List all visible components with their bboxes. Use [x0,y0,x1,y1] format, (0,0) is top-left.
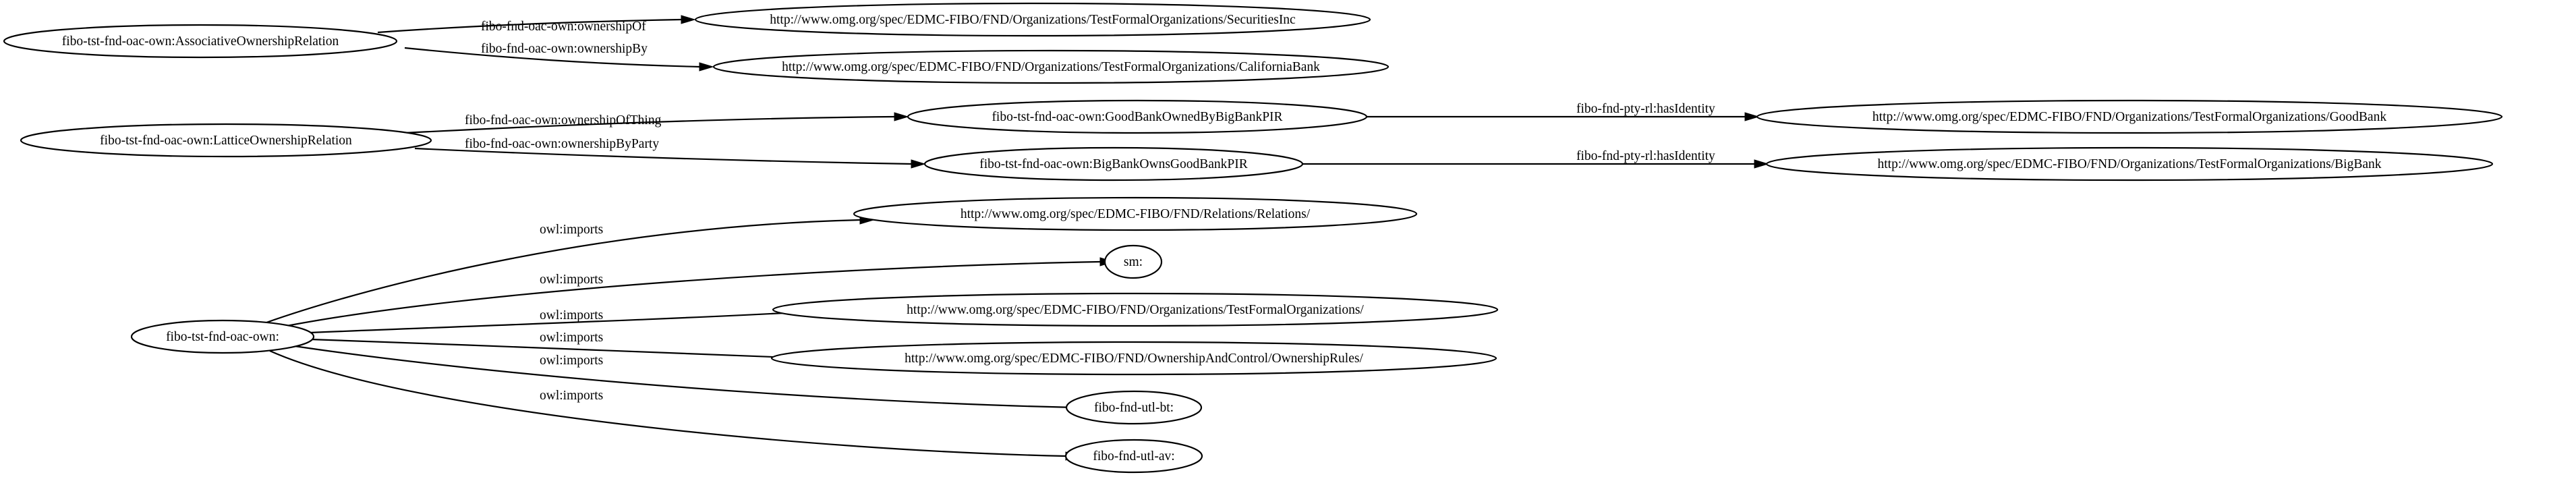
node-label: fibo-tst-fnd-oac-own:BigBankOwnsGoodBank… [979,157,1248,171]
node-label: http://www.omg.org/spec/EDMC-FIBO/FND/Or… [1878,157,2382,171]
edge-assoc-securities: fibo-fnd-oac-own:ownershipOf [377,15,696,34]
node-label: fibo-tst-fnd-oac-own:LatticeOwnershipRel… [100,134,352,148]
node-fibo-fnd-utl-av[interactable]: fibo-fnd-utl-av: [1064,439,1203,474]
edge-lattice-goodowned: fibo-fnd-oac-own:ownershipOfThing [404,112,909,134]
node-label: fibo-tst-fnd-oac-own:GoodBankOwnedByBigB… [992,110,1282,124]
node-label: http://www.omg.org/spec/EDMC-FIBO/FND/Re… [961,207,1311,221]
node-test-formal-organizations[interactable]: http://www.omg.org/spec/EDMC-FIBO/FND/Or… [772,292,1499,327]
node-securities-inc[interactable]: http://www.omg.org/spec/EDMC-FIBO/FND/Or… [694,2,1371,37]
node-lattice-ownership-relation[interactable]: fibo-tst-fnd-oac-own:LatticeOwnershipRel… [20,123,432,158]
edge-label: fibo-fnd-oac-own:ownershipBy [481,42,648,56]
edge-label: owl:imports [540,308,603,322]
edge-ontology-testformal: owl:imports [310,307,824,334]
arrowhead [1744,112,1760,121]
node-sm[interactable]: sm: [1104,244,1163,279]
arrowhead [894,112,909,121]
arrowhead [1754,159,1769,169]
node-label: fibo-tst-fnd-oac-own:AssociativeOwnershi… [62,34,339,49]
node-california-bank[interactable]: http://www.omg.org/spec/EDMC-FIBO/FND/Or… [712,49,1390,84]
edge-lattice-bigowns: fibo-fnd-oac-own:ownershipByParty [414,137,926,169]
node-ontology-root[interactable]: fibo-tst-fnd-oac-own: [130,319,315,354]
node-goodbank-owned-by-bigbank-pir[interactable]: fibo-tst-fnd-oac-own:GoodBankOwnedByBigB… [907,99,1368,134]
node-associative-ownership-relation[interactable]: fibo-tst-fnd-oac-own:AssociativeOwnershi… [3,24,398,59]
edge-label: owl:imports [540,389,603,403]
node-label: http://www.omg.org/spec/EDMC-FIBO/FND/Or… [782,60,1320,74]
edge-label: owl:imports [540,273,603,287]
edge-label: owl:imports [540,331,603,345]
node-label: http://www.omg.org/spec/EDMC-FIBO/FND/Or… [907,303,1364,317]
node-label: sm: [1124,255,1143,269]
edge-label: fibo-fnd-pty-rl:hasIdentity [1576,149,1715,163]
node-relations[interactable]: http://www.omg.org/spec/EDMC-FIBO/FND/Re… [853,196,1418,231]
edge-label: owl:imports [540,354,603,368]
edge-label: fibo-fnd-oac-own:ownershipOf [481,20,646,34]
node-label: fibo-tst-fnd-oac-own: [166,330,279,344]
arrowhead [699,62,714,72]
node-good-bank[interactable]: http://www.omg.org/spec/EDMC-FIBO/FND/Or… [1756,99,2503,134]
node-label: http://www.omg.org/spec/EDMC-FIBO/FND/Ow… [905,352,1363,366]
node-bigbank-owns-goodbank-pir[interactable]: fibo-tst-fnd-oac-own:BigBankOwnsGoodBank… [923,146,1304,181]
edge-label: owl:imports [540,223,603,237]
arrowhead [911,159,926,169]
edge-assoc-california: fibo-fnd-oac-own:ownershipBy [404,42,714,72]
node-fibo-fnd-utl-bt[interactable]: fibo-fnd-utl-bt: [1065,390,1203,425]
node-label: http://www.omg.org/spec/EDMC-FIBO/FND/Or… [770,13,1296,27]
edge-label: fibo-fnd-oac-own:ownershipOfThing [465,113,662,128]
node-label: fibo-fnd-utl-av: [1093,449,1174,464]
edge-bigowns-bigbank: fibo-fnd-pty-rl:hasIdentity [1302,149,1769,169]
node-ownership-rules[interactable]: http://www.omg.org/spec/EDMC-FIBO/FND/Ow… [770,341,1497,376]
node-label: fibo-fnd-utl-bt: [1094,401,1174,415]
edge-goodowned-goodbank: fibo-fnd-pty-rl:hasIdentity [1367,102,1760,121]
node-big-bank[interactable]: http://www.omg.org/spec/EDMC-FIBO/FND/Or… [1765,146,2494,181]
arrowhead [681,15,696,24]
edge-label: fibo-fnd-oac-own:ownershipByParty [465,137,659,151]
edge-label: fibo-fnd-pty-rl:hasIdentity [1576,102,1715,116]
node-label: http://www.omg.org/spec/EDMC-FIBO/FND/Or… [1872,110,2386,124]
